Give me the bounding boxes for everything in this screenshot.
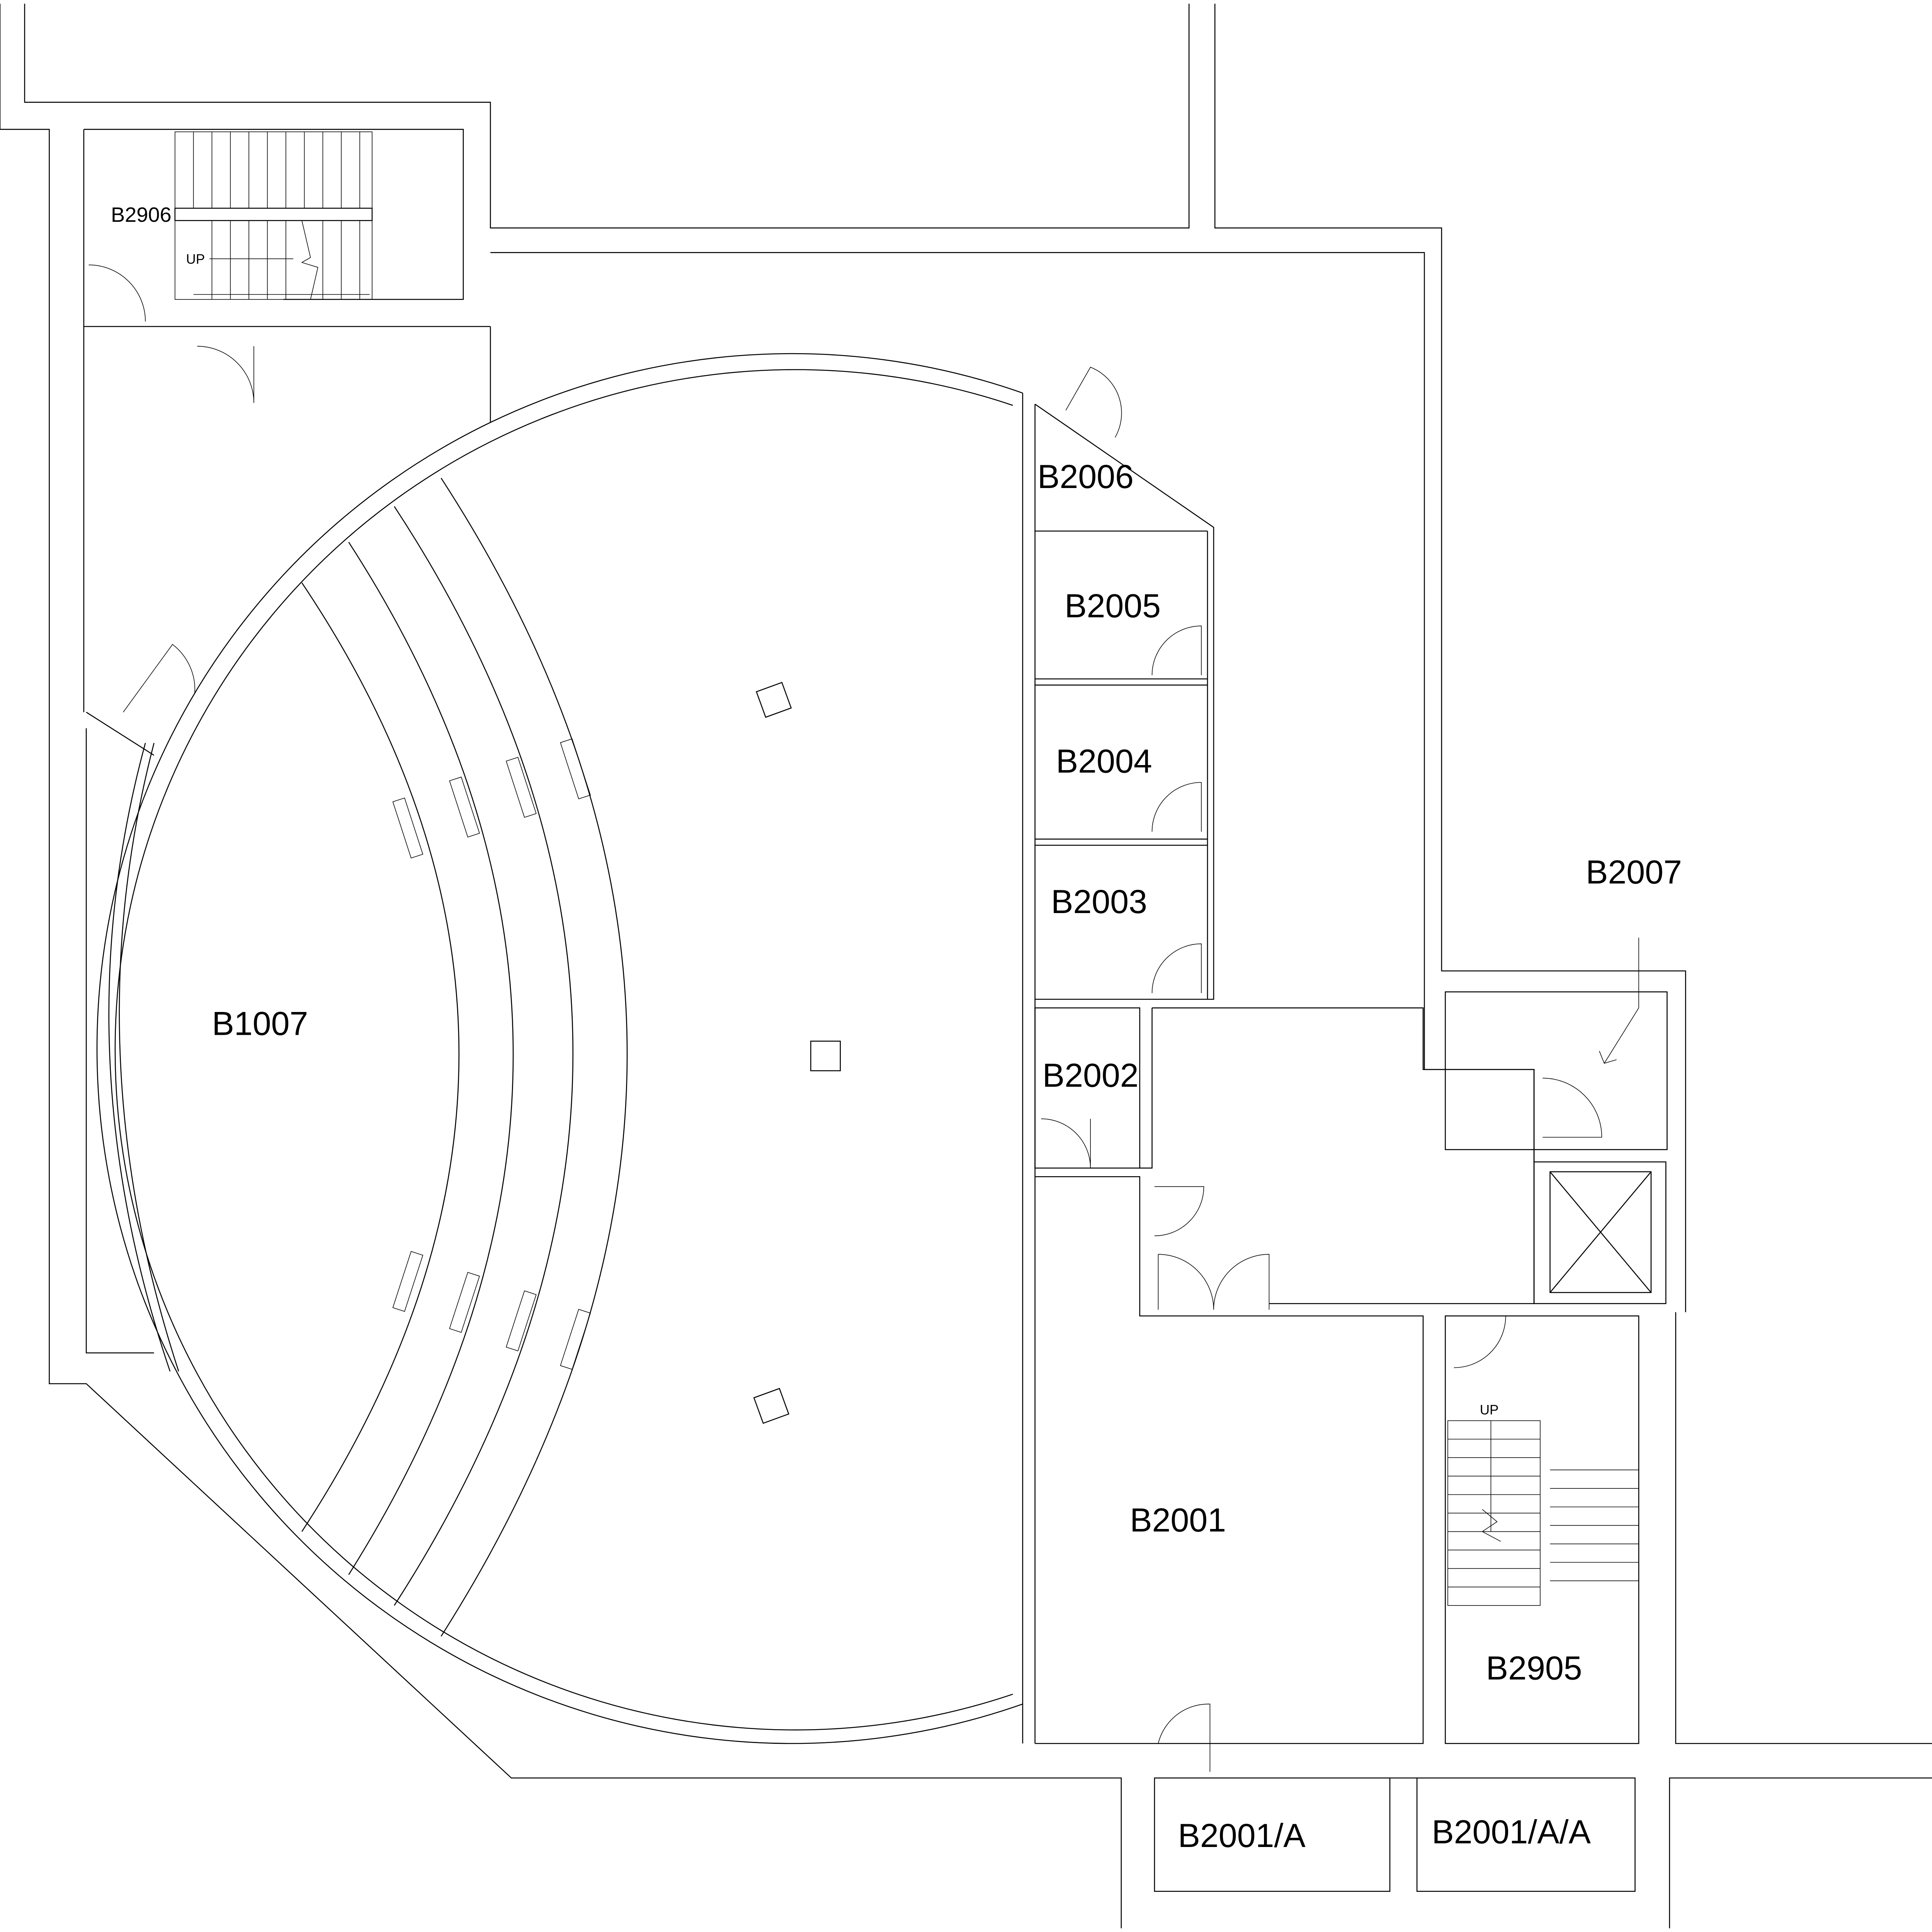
stair-b2906: B2906 UP [111,131,373,300]
room-label-b2001aa: B2001/A/A [1432,1813,1591,1850]
room-label-b2004: B2004 [1056,743,1152,780]
room-label-b2006: B2006 [1037,458,1134,495]
room-label-b1007: B1007 [212,1005,308,1043]
doors [88,264,1602,1772]
room-label-b2002: B2002 [1043,1057,1139,1094]
auditorium-b1007: B1007 [96,353,1023,1744]
room-label-b2007: B2007 [1586,854,1682,891]
room-label-b2905: B2905 [1486,1650,1582,1687]
stair-up-label: UP [186,252,205,267]
stair-up-label-east: UP [1480,1403,1499,1418]
room-label-b2001: B2001 [1130,1502,1226,1539]
room-label-b2005: B2005 [1065,588,1161,625]
structural-columns [753,682,841,1424]
column-blocks [392,738,591,1370]
room-label-b2906: B2906 [111,203,172,226]
room-label-b2001a: B2001/A [1178,1817,1306,1854]
room-labels: B2006 B2005 B2004 B2003 B2002 B2001 B200… [1037,458,1682,1854]
stair-b2905 [1447,1420,1639,1606]
rooms-east: UP [1022,393,1668,1892]
room-label-b2003: B2003 [1051,883,1147,920]
